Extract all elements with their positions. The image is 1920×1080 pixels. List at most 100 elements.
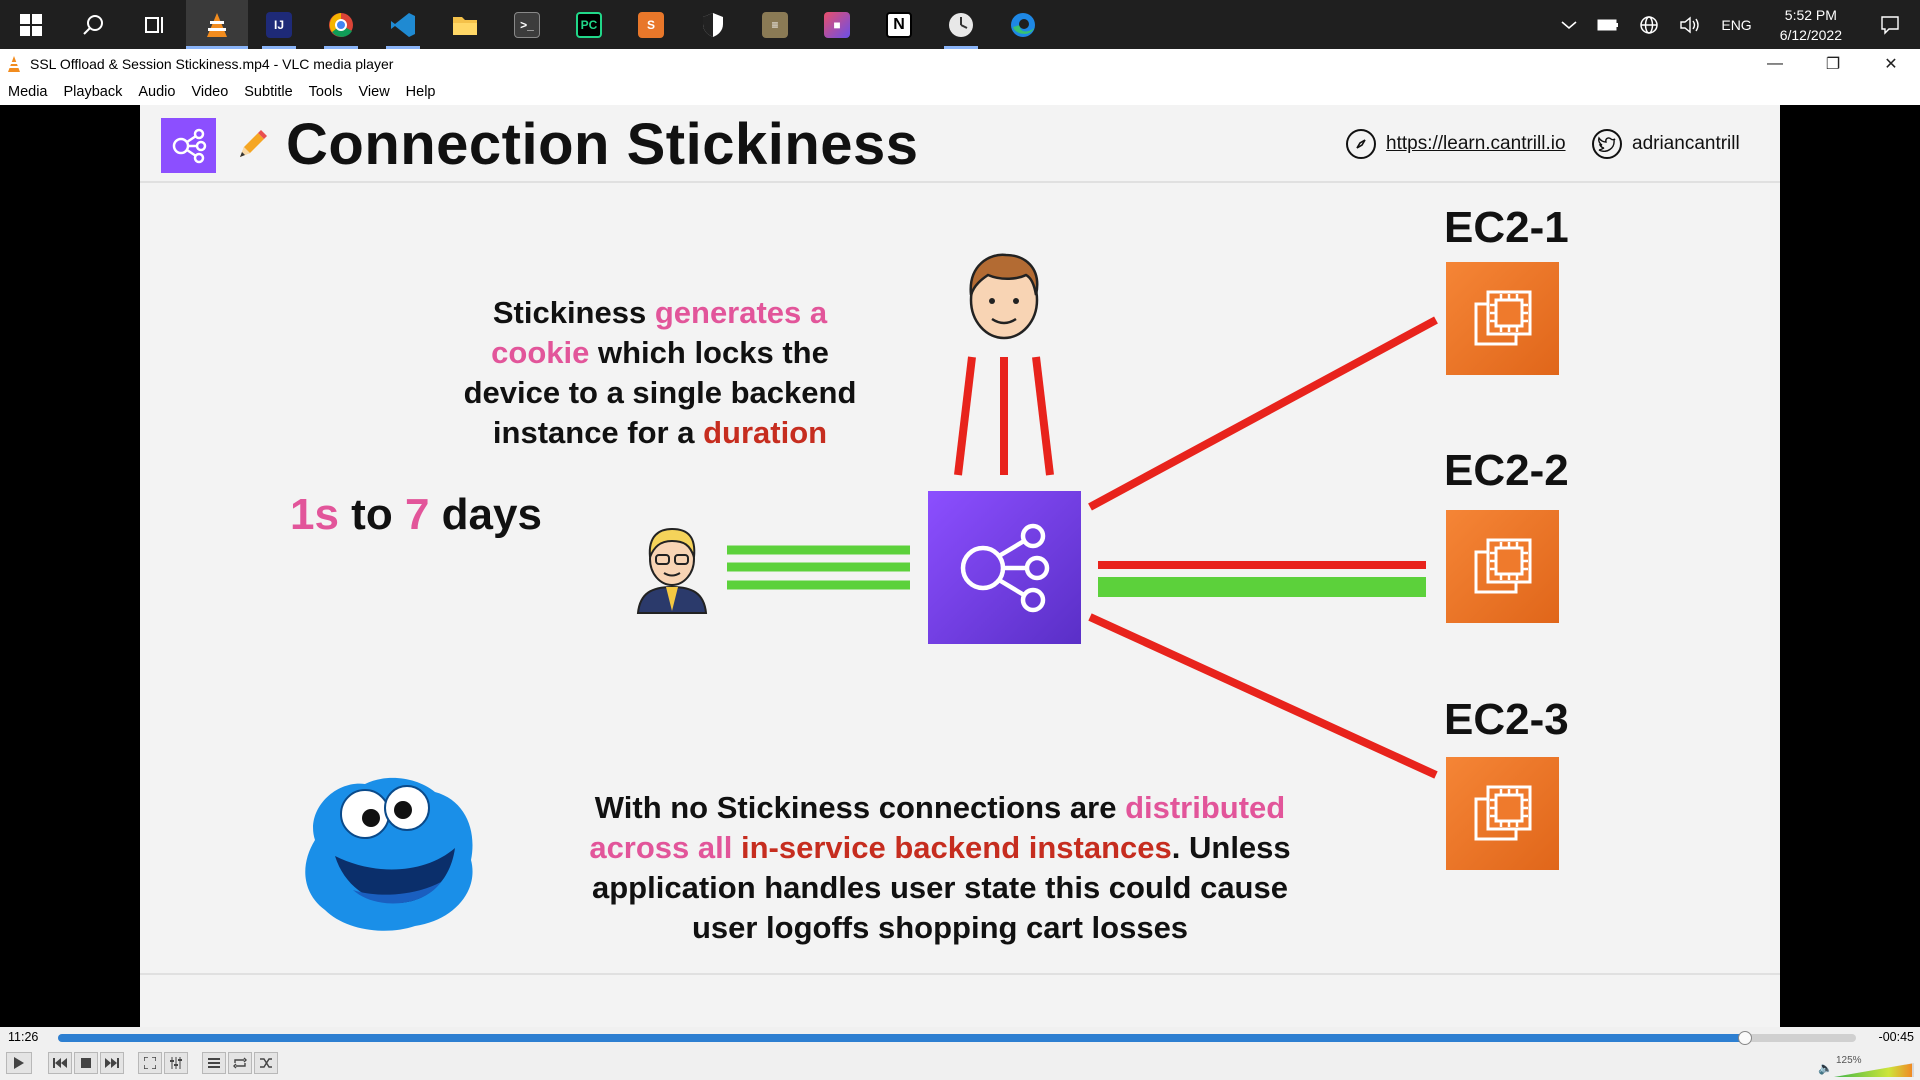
tray-volume[interactable] (1669, 0, 1711, 49)
cookie-monster-icon (305, 777, 473, 931)
close-button[interactable]: ✕ (1884, 56, 1898, 73)
taskbar-vscode[interactable] (372, 0, 434, 49)
sticky-text-2: which locks the device to a single backe… (463, 335, 857, 450)
speaker-icon (1680, 16, 1700, 33)
ec2-chip-icon (1474, 785, 1531, 840)
next-button[interactable] (100, 1052, 124, 1074)
start-button[interactable] (0, 0, 62, 49)
taskbar-security[interactable] (682, 0, 744, 49)
bottom-text-inservice: in-service backend instances (741, 830, 1172, 865)
clock-date: 6/12/2022 (1779, 26, 1842, 43)
site-link[interactable]: https://learn.cantrill.io (1346, 129, 1566, 159)
taskbar-edge[interactable] (992, 0, 1054, 49)
taskbar-clock-app[interactable] (930, 0, 992, 49)
duration-max: 7 (404, 490, 430, 539)
taskbar-vlc[interactable] (186, 0, 248, 49)
tray-overflow-chevron[interactable] (1551, 0, 1587, 49)
remaining-time[interactable]: -00:45 (1878, 1030, 1914, 1044)
search-icon (83, 14, 103, 35)
slide: Connection Stickiness https://learn.cant… (140, 105, 1780, 1027)
seek-progress (58, 1034, 1745, 1042)
ec2-3-label: EC2-3 (1444, 695, 1569, 744)
volume-icon[interactable]: 🔈 (1818, 1061, 1833, 1075)
minimize-button[interactable]: — (1767, 55, 1783, 72)
task-view-button[interactable] (124, 0, 186, 49)
user-avatar-icon (969, 253, 1039, 340)
stack-app-icon: ≡ (762, 11, 788, 38)
tray-network[interactable] (1629, 0, 1669, 49)
elb-to-ec2-3 (1088, 613, 1438, 779)
stickiness-description: Stickiness generates a cookie which lock… (440, 293, 880, 453)
menu-playback[interactable]: Playback (63, 84, 123, 100)
stop-button[interactable] (74, 1052, 98, 1074)
menu-tools[interactable]: Tools (308, 84, 343, 100)
taskbar-pycharm[interactable]: PC (558, 0, 620, 49)
menu-view[interactable]: View (358, 84, 390, 100)
fullscreen-button[interactable] (138, 1052, 162, 1074)
slide-header: Connection Stickiness https://learn.cant… (140, 105, 1780, 183)
taskbar-app-stack[interactable]: ≡ (744, 0, 806, 49)
taskbar-file-explorer[interactable] (434, 0, 496, 49)
window-titlebar: SSL Offload & Session Stickiness.mp4 - V… (0, 49, 1920, 79)
tray-notifications[interactable] (1860, 0, 1920, 49)
play-button[interactable] (6, 1052, 32, 1074)
volume-slider[interactable] (1834, 1063, 1914, 1077)
slide-title: Connection Stickiness (286, 112, 919, 177)
ec2-chip-icon (1474, 290, 1531, 345)
sticky-text-duration: duration (703, 415, 828, 450)
slide-footer-divider (140, 973, 1780, 975)
seek-bar[interactable] (58, 1031, 1856, 1045)
fullscreen-icon (144, 1057, 156, 1069)
bottom-text-space (732, 830, 741, 865)
pycharm-icon: PC (576, 11, 602, 38)
shuffle-button[interactable] (254, 1052, 278, 1074)
elb-to-ec2-1 (1088, 316, 1438, 511)
elapsed-time[interactable]: 11:26 (8, 1030, 39, 1044)
menu-subtitle[interactable]: Subtitle (244, 84, 293, 100)
duration-min: 1s (290, 490, 339, 539)
loop-icon (233, 1057, 247, 1069)
seek-handle[interactable] (1737, 1031, 1752, 1045)
ec2-1-label: EC2-1 (1444, 203, 1569, 252)
previous-icon (53, 1058, 67, 1068)
tray-battery[interactable] (1587, 0, 1629, 49)
bottom-text-1: With no Stickiness connections are (594, 790, 1126, 825)
menu-audio[interactable]: Audio (138, 84, 176, 100)
client-avatar-icon (636, 527, 708, 614)
window-controls: — ❐ ✕ (1746, 49, 1920, 79)
duration-range: 1s to 7 days (290, 490, 550, 540)
tray-language[interactable]: ENG (1721, 16, 1752, 33)
ec2-chip-icon (1474, 538, 1531, 593)
system-tray: ENG 5:52 PM 6/12/2022 (1551, 0, 1920, 49)
sticky-text-highlight: generates a cookie (491, 295, 828, 370)
task-view-icon (145, 16, 163, 33)
notification-icon (1881, 15, 1899, 35)
tray-clock[interactable]: 5:52 PM 6/12/2022 (1762, 5, 1860, 45)
playlist-button[interactable] (202, 1052, 226, 1074)
menu-bar: Media Playback Audio Video Subtitle Tool… (0, 79, 1920, 105)
shield-icon (703, 12, 723, 37)
user-line-right (1032, 356, 1054, 476)
search-button[interactable] (62, 0, 124, 49)
menu-media[interactable]: Media (8, 84, 48, 100)
compass-icon (1346, 129, 1376, 159)
next-icon (105, 1058, 119, 1068)
video-output[interactable]: Connection Stickiness https://learn.cant… (0, 105, 1920, 1027)
taskbar-intellij[interactable]: IJ (248, 0, 310, 49)
taskbar-sublime[interactable]: S (620, 0, 682, 49)
restore-button[interactable]: ❐ (1825, 56, 1841, 73)
site-url[interactable]: https://learn.cantrill.io (1386, 133, 1566, 154)
previous-button[interactable] (48, 1052, 72, 1074)
menu-help[interactable]: Help (405, 84, 436, 100)
menu-video[interactable]: Video (191, 84, 229, 100)
taskbar-terminal[interactable]: >_ (496, 0, 558, 49)
taskbar-chrome[interactable] (310, 0, 372, 49)
taskbar-app-cubes[interactable]: ■ (806, 0, 868, 49)
extended-settings-button[interactable] (164, 1052, 188, 1074)
chevron-up-icon (1561, 20, 1577, 29)
globe-icon (1640, 15, 1659, 34)
taskbar-notion[interactable]: N (868, 0, 930, 49)
notion-icon: N (886, 11, 912, 38)
loop-button[interactable] (228, 1052, 252, 1074)
load-balancer-icon (960, 523, 1049, 612)
